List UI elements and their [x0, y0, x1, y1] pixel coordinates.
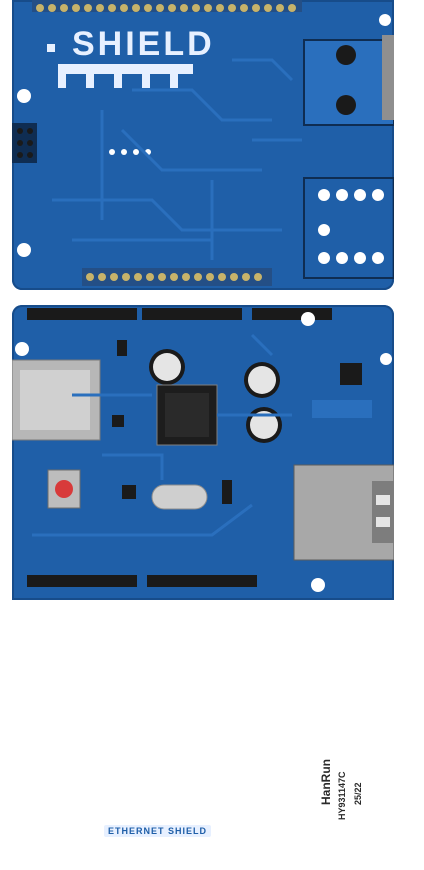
microsd-slot	[11, 359, 101, 441]
connector-code: 25/22	[353, 782, 363, 805]
top-header-pins	[32, 0, 302, 12]
pcb-front-art	[11, 308, 395, 592]
rj45-jack	[293, 464, 395, 561]
rj45-back	[303, 35, 396, 279]
shield-logo-graphic	[47, 44, 193, 88]
bottom-header-pins	[82, 268, 272, 286]
reset-button	[47, 469, 81, 509]
pcb-back-art	[12, 0, 396, 286]
front-top-headers	[27, 308, 332, 320]
connector-model: HY931147C	[337, 771, 347, 820]
connector-brand: HanRun	[319, 759, 333, 805]
ethernet-shield-front: ETHERNET SHIELD HanRun HY931147C 25/22	[11, 305, 395, 837]
front-bottom-headers	[27, 575, 257, 587]
crystal	[151, 484, 208, 510]
ethernet-shield-label: ETHERNET SHIELD	[104, 825, 212, 837]
shield-silkscreen: SHIELD	[72, 25, 215, 63]
pcb-traces-front	[32, 333, 292, 537]
smd-components	[15, 312, 392, 592]
rj45-markings: HanRun HY931147C 25/22	[309, 759, 419, 870]
icsp-header-back	[12, 123, 37, 163]
pcb-holes-back	[17, 14, 391, 264]
pcb-traces-back	[52, 58, 302, 260]
ethernet-shield-back: SHIELD	[12, 0, 396, 290]
w5100-chip	[156, 384, 218, 446]
